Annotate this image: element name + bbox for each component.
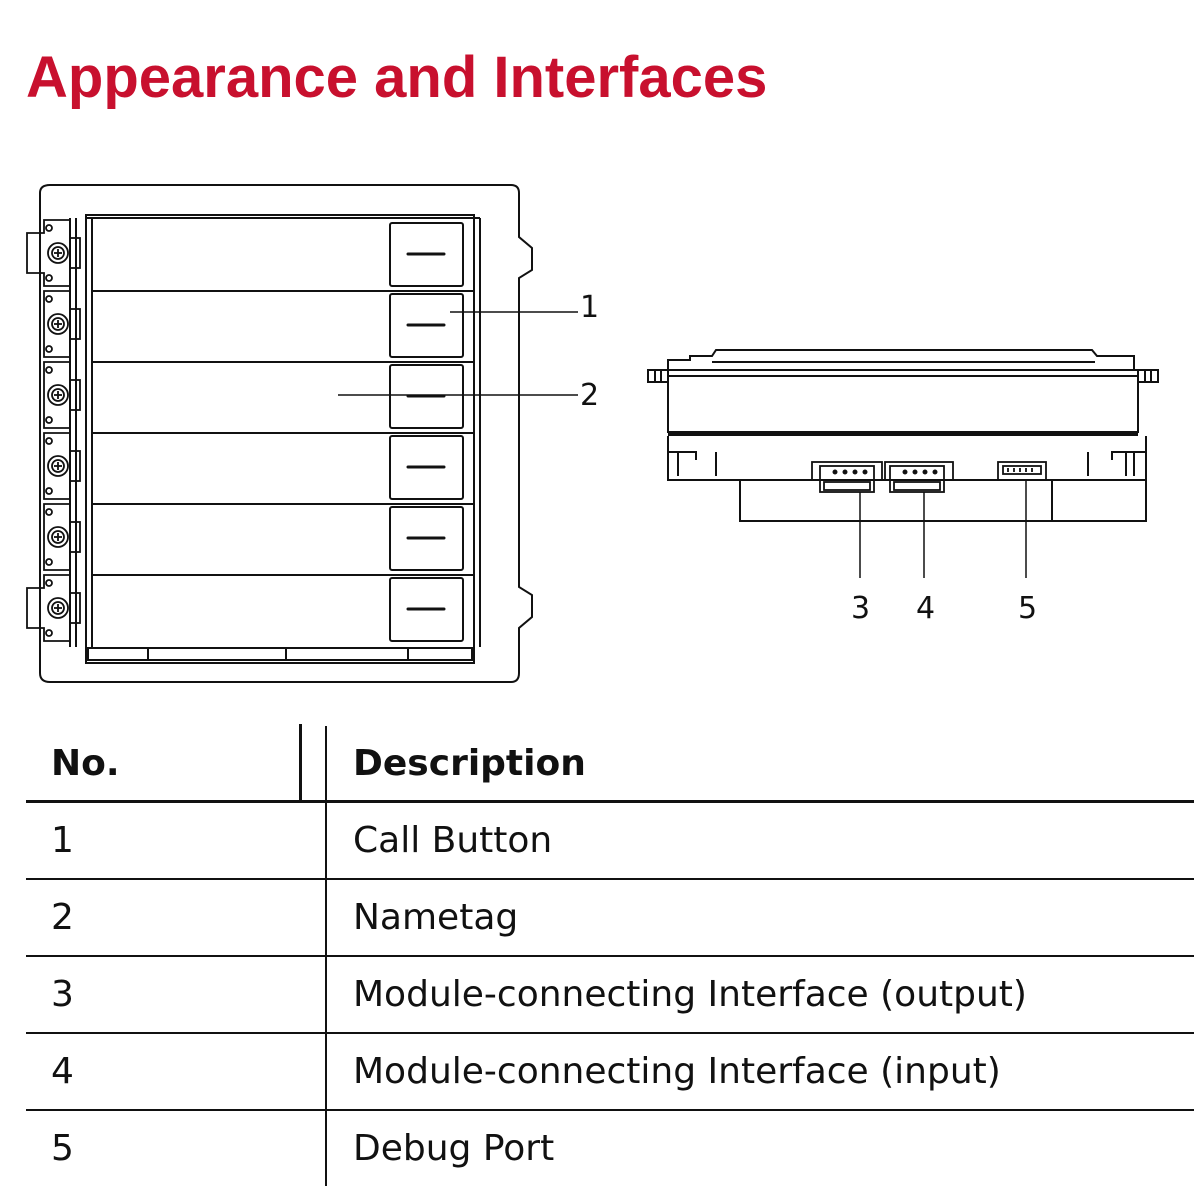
connector-input — [884, 461, 954, 493]
row-description: Nametag — [353, 897, 519, 938]
call-button — [389, 364, 464, 429]
connector-output — [811, 461, 883, 493]
callout-5: 5 — [1018, 591, 1037, 626]
row-no: 3 — [26, 956, 327, 1033]
table-row: 4 Module-connecting Interface (input) — [26, 1033, 1194, 1110]
front-view — [39, 184, 533, 683]
description-table: No. Description 1 Call Button 2 Nametag … — [26, 726, 1194, 1186]
callout-1: 1 — [580, 290, 599, 325]
row-no: 1 — [26, 801, 327, 879]
call-button — [389, 293, 464, 358]
front-rows — [92, 290, 474, 576]
table-header-row: No. Description — [26, 726, 1194, 802]
table-row: 5 Debug Port — [26, 1110, 1194, 1186]
row-description: Debug Port — [353, 1128, 555, 1169]
device-diagram: 1 2 — [26, 184, 1159, 683]
table-row: 1 Call Button — [26, 801, 1194, 879]
row-no: 4 — [26, 1033, 327, 1110]
page-title: Appearance and Interfaces — [26, 45, 768, 110]
call-button — [389, 577, 464, 642]
callout-2: 2 — [580, 378, 599, 413]
debug-port — [997, 461, 1047, 481]
side-view — [647, 349, 1159, 522]
row-no: 5 — [26, 1110, 327, 1186]
row-description: Call Button — [353, 820, 553, 861]
row-description: Module-connecting Interface (output) — [353, 974, 1027, 1015]
header-description: Description — [353, 742, 586, 784]
call-button — [389, 435, 464, 500]
table-row: 2 Nametag — [26, 879, 1194, 956]
table-row: 3 Module-connecting Interface (output) — [26, 956, 1194, 1033]
callout-3: 3 — [851, 591, 870, 626]
header-no: No. — [26, 726, 327, 802]
call-button — [389, 222, 464, 287]
side-leaders — [859, 480, 1027, 578]
callout-4: 4 — [916, 591, 935, 626]
call-button — [389, 506, 464, 571]
front-leaders — [338, 311, 578, 396]
row-no: 2 — [26, 879, 327, 956]
screw-clips — [26, 219, 81, 642]
call-buttons — [389, 222, 464, 642]
row-description: Module-connecting Interface (input) — [353, 1051, 1001, 1092]
